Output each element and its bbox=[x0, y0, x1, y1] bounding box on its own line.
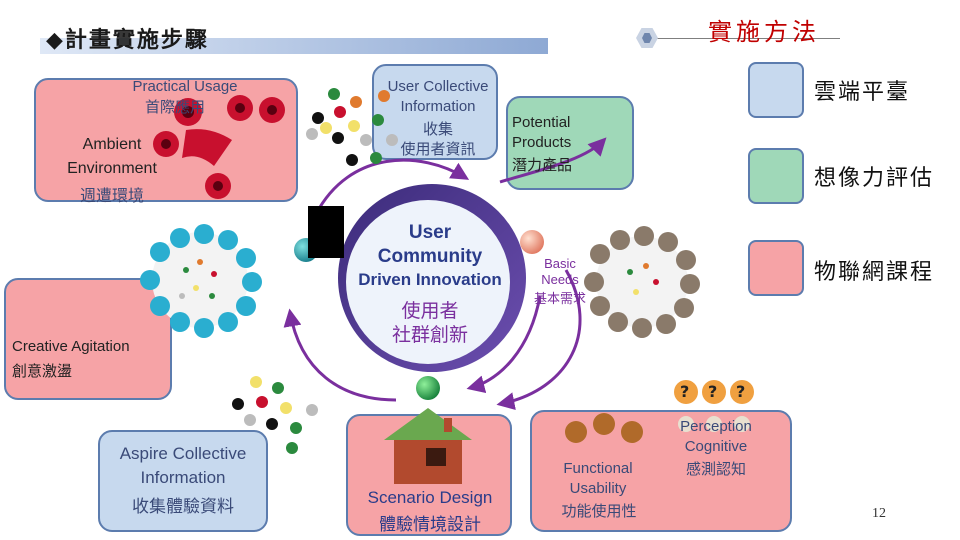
green-ball bbox=[416, 376, 440, 400]
legend-swatch-iot bbox=[748, 240, 804, 296]
potential-products-box bbox=[506, 96, 634, 190]
potential-line2: Products bbox=[512, 134, 572, 151]
red-people-group bbox=[153, 95, 285, 199]
cycle-arrow-right bbox=[496, 269, 582, 410]
basic-needs-line1: Basic bbox=[544, 256, 576, 271]
question-mark-2: ? bbox=[708, 382, 718, 401]
page-number: 12 bbox=[872, 506, 886, 521]
center-line2: Community bbox=[377, 246, 483, 267]
dot-cluster-bottom bbox=[232, 376, 318, 454]
functional-line6: 功能使用性 bbox=[561, 503, 637, 520]
method-title: 實施方法 bbox=[708, 18, 820, 46]
scenario-line1: Scenario Design bbox=[367, 488, 493, 507]
brown-people-ring bbox=[584, 226, 700, 338]
center-line5: 社群創新 bbox=[391, 325, 468, 346]
aspire-collective-box bbox=[98, 430, 268, 532]
user-collective-line2: Information bbox=[400, 98, 476, 115]
functional-line4: Functional bbox=[563, 460, 633, 477]
user-collective-line3: 收集 bbox=[422, 121, 453, 138]
cycle-arrow-top bbox=[314, 158, 470, 215]
functional-line2: Cognitive bbox=[684, 438, 748, 455]
cycle-arrow-bottom bbox=[283, 308, 397, 402]
functional-line3: 感測認知 bbox=[685, 461, 746, 478]
teal-people-ring bbox=[140, 224, 262, 338]
functional-line1: Perception bbox=[680, 418, 752, 435]
legend-swatch-cloud bbox=[748, 62, 804, 118]
center-line3: Driven Innovation bbox=[358, 270, 502, 289]
aspire-line2: Information bbox=[140, 468, 226, 487]
ambient-line1: Practical Usage bbox=[132, 78, 238, 95]
aspire-line1: Aspire Collective bbox=[119, 444, 247, 463]
cycle-arrow-inner bbox=[466, 295, 542, 393]
ambient-line2: 首際應用 bbox=[144, 99, 205, 116]
creative-line2: 創意激盪 bbox=[12, 363, 73, 380]
black-block bbox=[308, 206, 344, 258]
legend-swatch-imagination bbox=[748, 148, 804, 204]
ambient-line3: Ambient bbox=[82, 136, 142, 153]
aspire-line3: 收集體驗資料 bbox=[132, 497, 234, 516]
brown-people-small bbox=[565, 413, 643, 443]
creative-line1: Creative Agitation bbox=[12, 338, 130, 355]
dot-cluster-top bbox=[306, 88, 398, 166]
question-mark-1: ? bbox=[680, 382, 690, 401]
legend-label-cloud: 雲端平臺 bbox=[814, 80, 911, 105]
peach-ball bbox=[520, 230, 544, 254]
title-underline-bar bbox=[40, 38, 548, 54]
legend-label-imagination: 想像力評估 bbox=[814, 166, 935, 191]
center-line1: User bbox=[408, 222, 452, 243]
house-icon bbox=[384, 408, 472, 484]
scenario-line2: 體驗情境設計 bbox=[379, 515, 481, 534]
question-people-group bbox=[674, 380, 754, 432]
potential-line3: 潛力產品 bbox=[512, 157, 573, 174]
functional-line5: Usability bbox=[569, 480, 627, 497]
question-mark-3: ? bbox=[736, 382, 746, 401]
user-collective-line1: User Collective bbox=[387, 78, 489, 95]
cycle-arrow-potential bbox=[499, 137, 607, 184]
basic-needs-line3: 基本需求 bbox=[533, 291, 586, 306]
ambient-line4: Environment bbox=[67, 160, 157, 177]
basic-needs-line2: Needs bbox=[541, 272, 579, 287]
potential-line1: Potential bbox=[512, 114, 571, 131]
center-disk bbox=[346, 200, 510, 364]
page-title: ◆計畫實施步驟 bbox=[46, 27, 209, 53]
center-line4: 使用者 bbox=[401, 301, 459, 322]
method-title-line bbox=[654, 38, 840, 39]
ambient-line5: 週遭環境 bbox=[79, 188, 144, 205]
user-collective-line4: 使用者資訊 bbox=[400, 141, 476, 158]
creative-agitation-box bbox=[4, 278, 172, 400]
hexagon-inner-icon bbox=[642, 33, 652, 43]
legend-label-iot: 物聯網課程 bbox=[814, 260, 935, 285]
